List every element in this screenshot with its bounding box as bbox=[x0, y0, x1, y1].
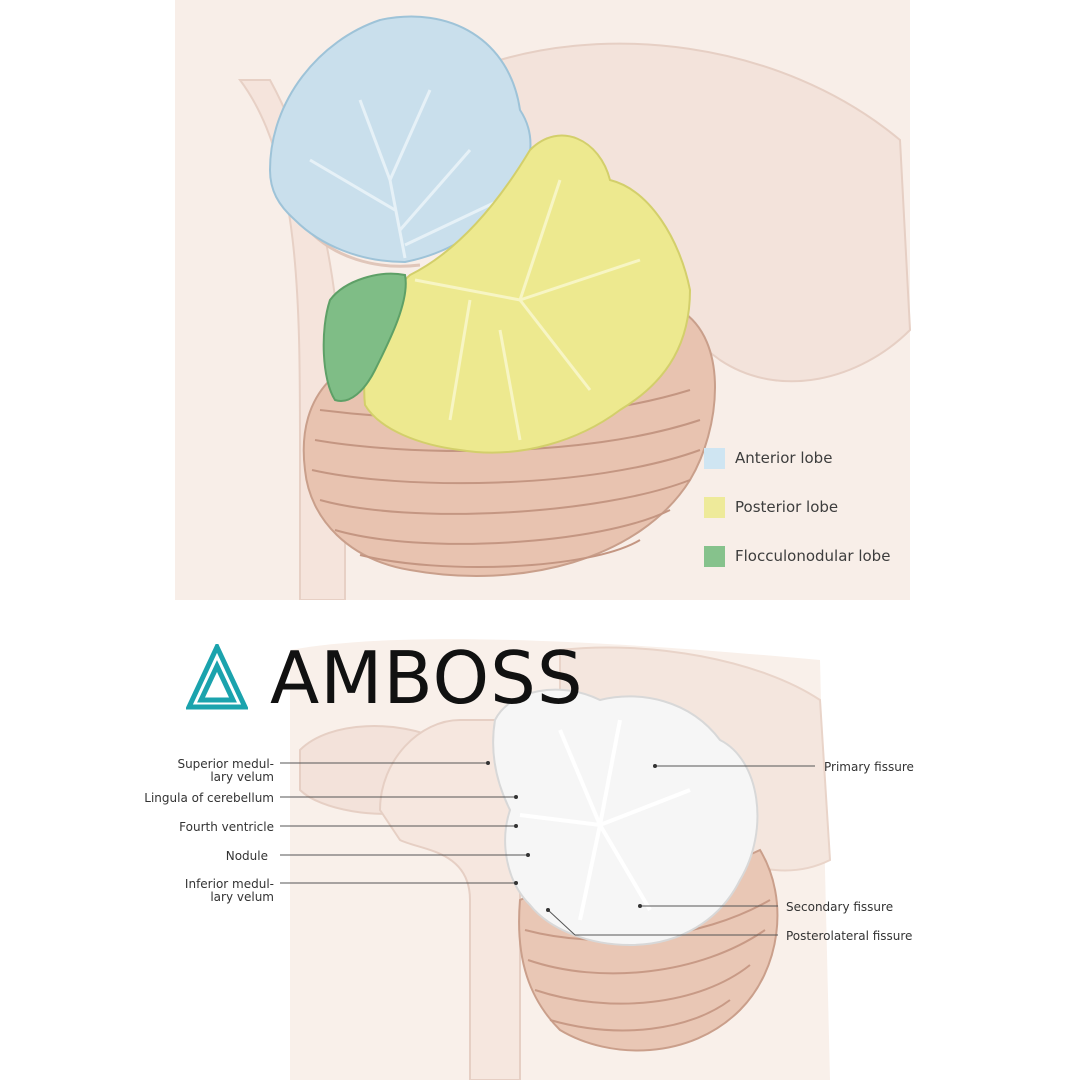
lobe-legend: Anterior lobe Posterior lobe Flocculonod… bbox=[704, 446, 1004, 593]
legend-item-posterior: Posterior lobe bbox=[704, 495, 1004, 519]
amboss-wordmark: AMBOSS bbox=[270, 636, 584, 720]
legend-swatch-posterior bbox=[704, 496, 725, 518]
label-inferior-medullary-velum-line2: lary velum bbox=[210, 890, 274, 904]
label-superior-medullary-velum-line2: lary velum bbox=[210, 770, 274, 784]
label-inferior-medullary-velum-line1: Inferior medul- bbox=[184, 877, 274, 891]
label-posterolateral-fissure: Posterolateral fissure bbox=[786, 929, 913, 943]
legend-label-posterior: Posterior lobe bbox=[735, 498, 839, 516]
label-secondary-fissure: Secondary fissure bbox=[786, 900, 894, 914]
amboss-triangle-icon bbox=[186, 644, 248, 710]
label-superior-medullary-velum-line1: Superior medul- bbox=[177, 757, 274, 771]
legend-item-flocculonodular: Flocculonodular lobe bbox=[704, 544, 1004, 568]
anterior-arbor bbox=[309, 89, 501, 259]
legend-swatch-anterior bbox=[704, 447, 725, 469]
leader-lines-left bbox=[280, 762, 528, 884]
legend-label-flocculonodular: Flocculonodular lobe bbox=[735, 547, 891, 565]
label-superior-medullary-velum: Superior medul- lary velum bbox=[150, 758, 274, 783]
legend-swatch-flocculonodular bbox=[704, 545, 725, 567]
cerebellum-fissures-illustration bbox=[280, 639, 832, 1080]
posterior-arbor bbox=[414, 179, 641, 441]
amboss-logo: AMBOSS bbox=[186, 640, 584, 716]
label-nodule: Nodule bbox=[225, 849, 268, 863]
flocculonodular-lobe bbox=[322, 272, 407, 402]
leader-dots-left bbox=[486, 761, 530, 885]
cerebellum-lobes-illustration bbox=[175, 0, 912, 600]
arbor-vitae-bottom bbox=[519, 719, 691, 921]
label-inferior-medullary-velum: Inferior medul- lary velum bbox=[150, 878, 274, 903]
label-lingula: Lingula of cerebellum bbox=[144, 791, 274, 805]
leader-lines-right bbox=[547, 765, 815, 936]
legend-item-anterior: Anterior lobe bbox=[704, 446, 1004, 470]
label-primary-fissure: Primary fissure bbox=[824, 760, 914, 774]
label-fourth-ventricle: Fourth ventricle bbox=[179, 820, 274, 834]
legend-label-anterior: Anterior lobe bbox=[735, 449, 833, 467]
posterior-lobe bbox=[363, 134, 692, 454]
leader-dots-right bbox=[546, 764, 657, 912]
